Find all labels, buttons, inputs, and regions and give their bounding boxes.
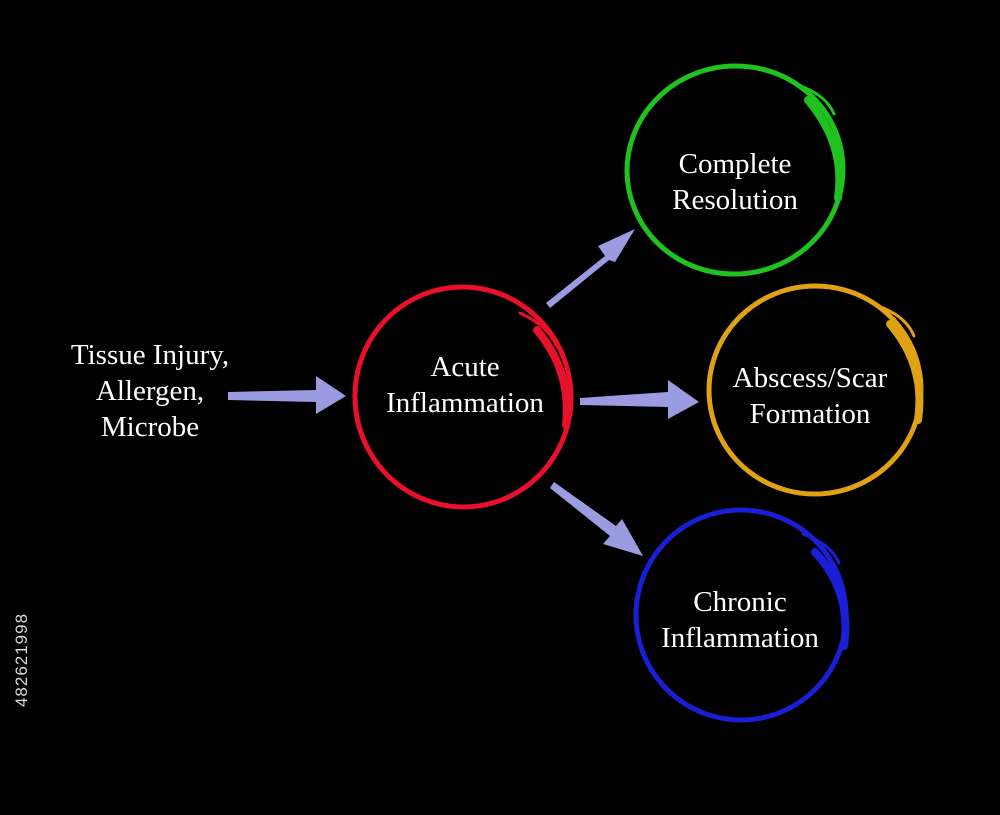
arrow-acute-to-chronic: [550, 482, 643, 556]
chronic-line: Inflammation: [661, 622, 819, 654]
circle-complete-resolution: [624, 63, 846, 277]
abscess-line: Abscess/Scar: [732, 362, 888, 394]
abscess-scar-label: Abscess/Scar Formation: [700, 360, 920, 432]
acute-inflammation-label: Acute Inflammation: [355, 349, 575, 421]
circle-abscess-scar: [706, 283, 924, 497]
circle-chronic-inflammation: [633, 507, 850, 723]
circle-acute-inflammation: [352, 284, 574, 510]
chronic-inflammation-label: Chronic Inflammation: [630, 584, 850, 656]
stock-id-watermark: 482621998: [12, 612, 31, 708]
acute-line: Acute: [430, 351, 500, 383]
arrow-acute-to-abscess: [580, 380, 699, 419]
input-causes-label: Tissue Injury, Allergen, Microbe: [30, 337, 270, 445]
input-line: Allergen,: [95, 375, 205, 407]
complete-line: Complete: [678, 148, 792, 180]
acute-line: Inflammation: [386, 387, 544, 419]
input-line: Microbe: [100, 411, 200, 443]
complete-resolution-label: Complete Resolution: [620, 146, 850, 218]
input-line: Tissue Injury,: [70, 339, 230, 371]
arrow-input-to-acute: [228, 376, 346, 414]
abscess-line: Formation: [749, 398, 871, 430]
chronic-line: Chronic: [693, 586, 787, 618]
complete-line: Resolution: [672, 184, 798, 216]
arrow-acute-to-complete: [546, 229, 635, 308]
